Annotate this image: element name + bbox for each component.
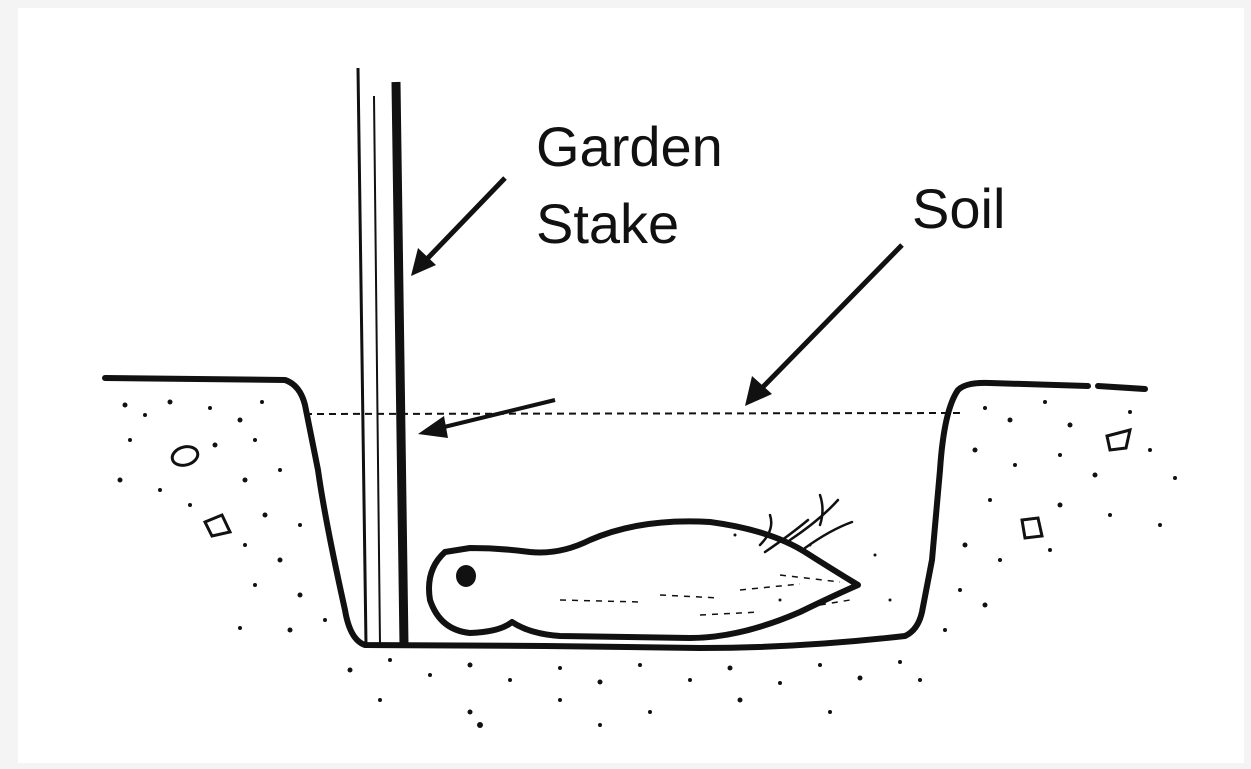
garden-stake-label-line1: Garden [536, 115, 723, 178]
garden-stake-label-line2: Stake [536, 192, 679, 255]
plant-tuber [429, 495, 858, 638]
soil-line-arrow [418, 400, 555, 438]
garden-stake [358, 68, 404, 645]
stake-label-arrow [411, 178, 505, 276]
soil-label-arrow [745, 245, 902, 406]
soil-label: Soil [912, 177, 1005, 240]
